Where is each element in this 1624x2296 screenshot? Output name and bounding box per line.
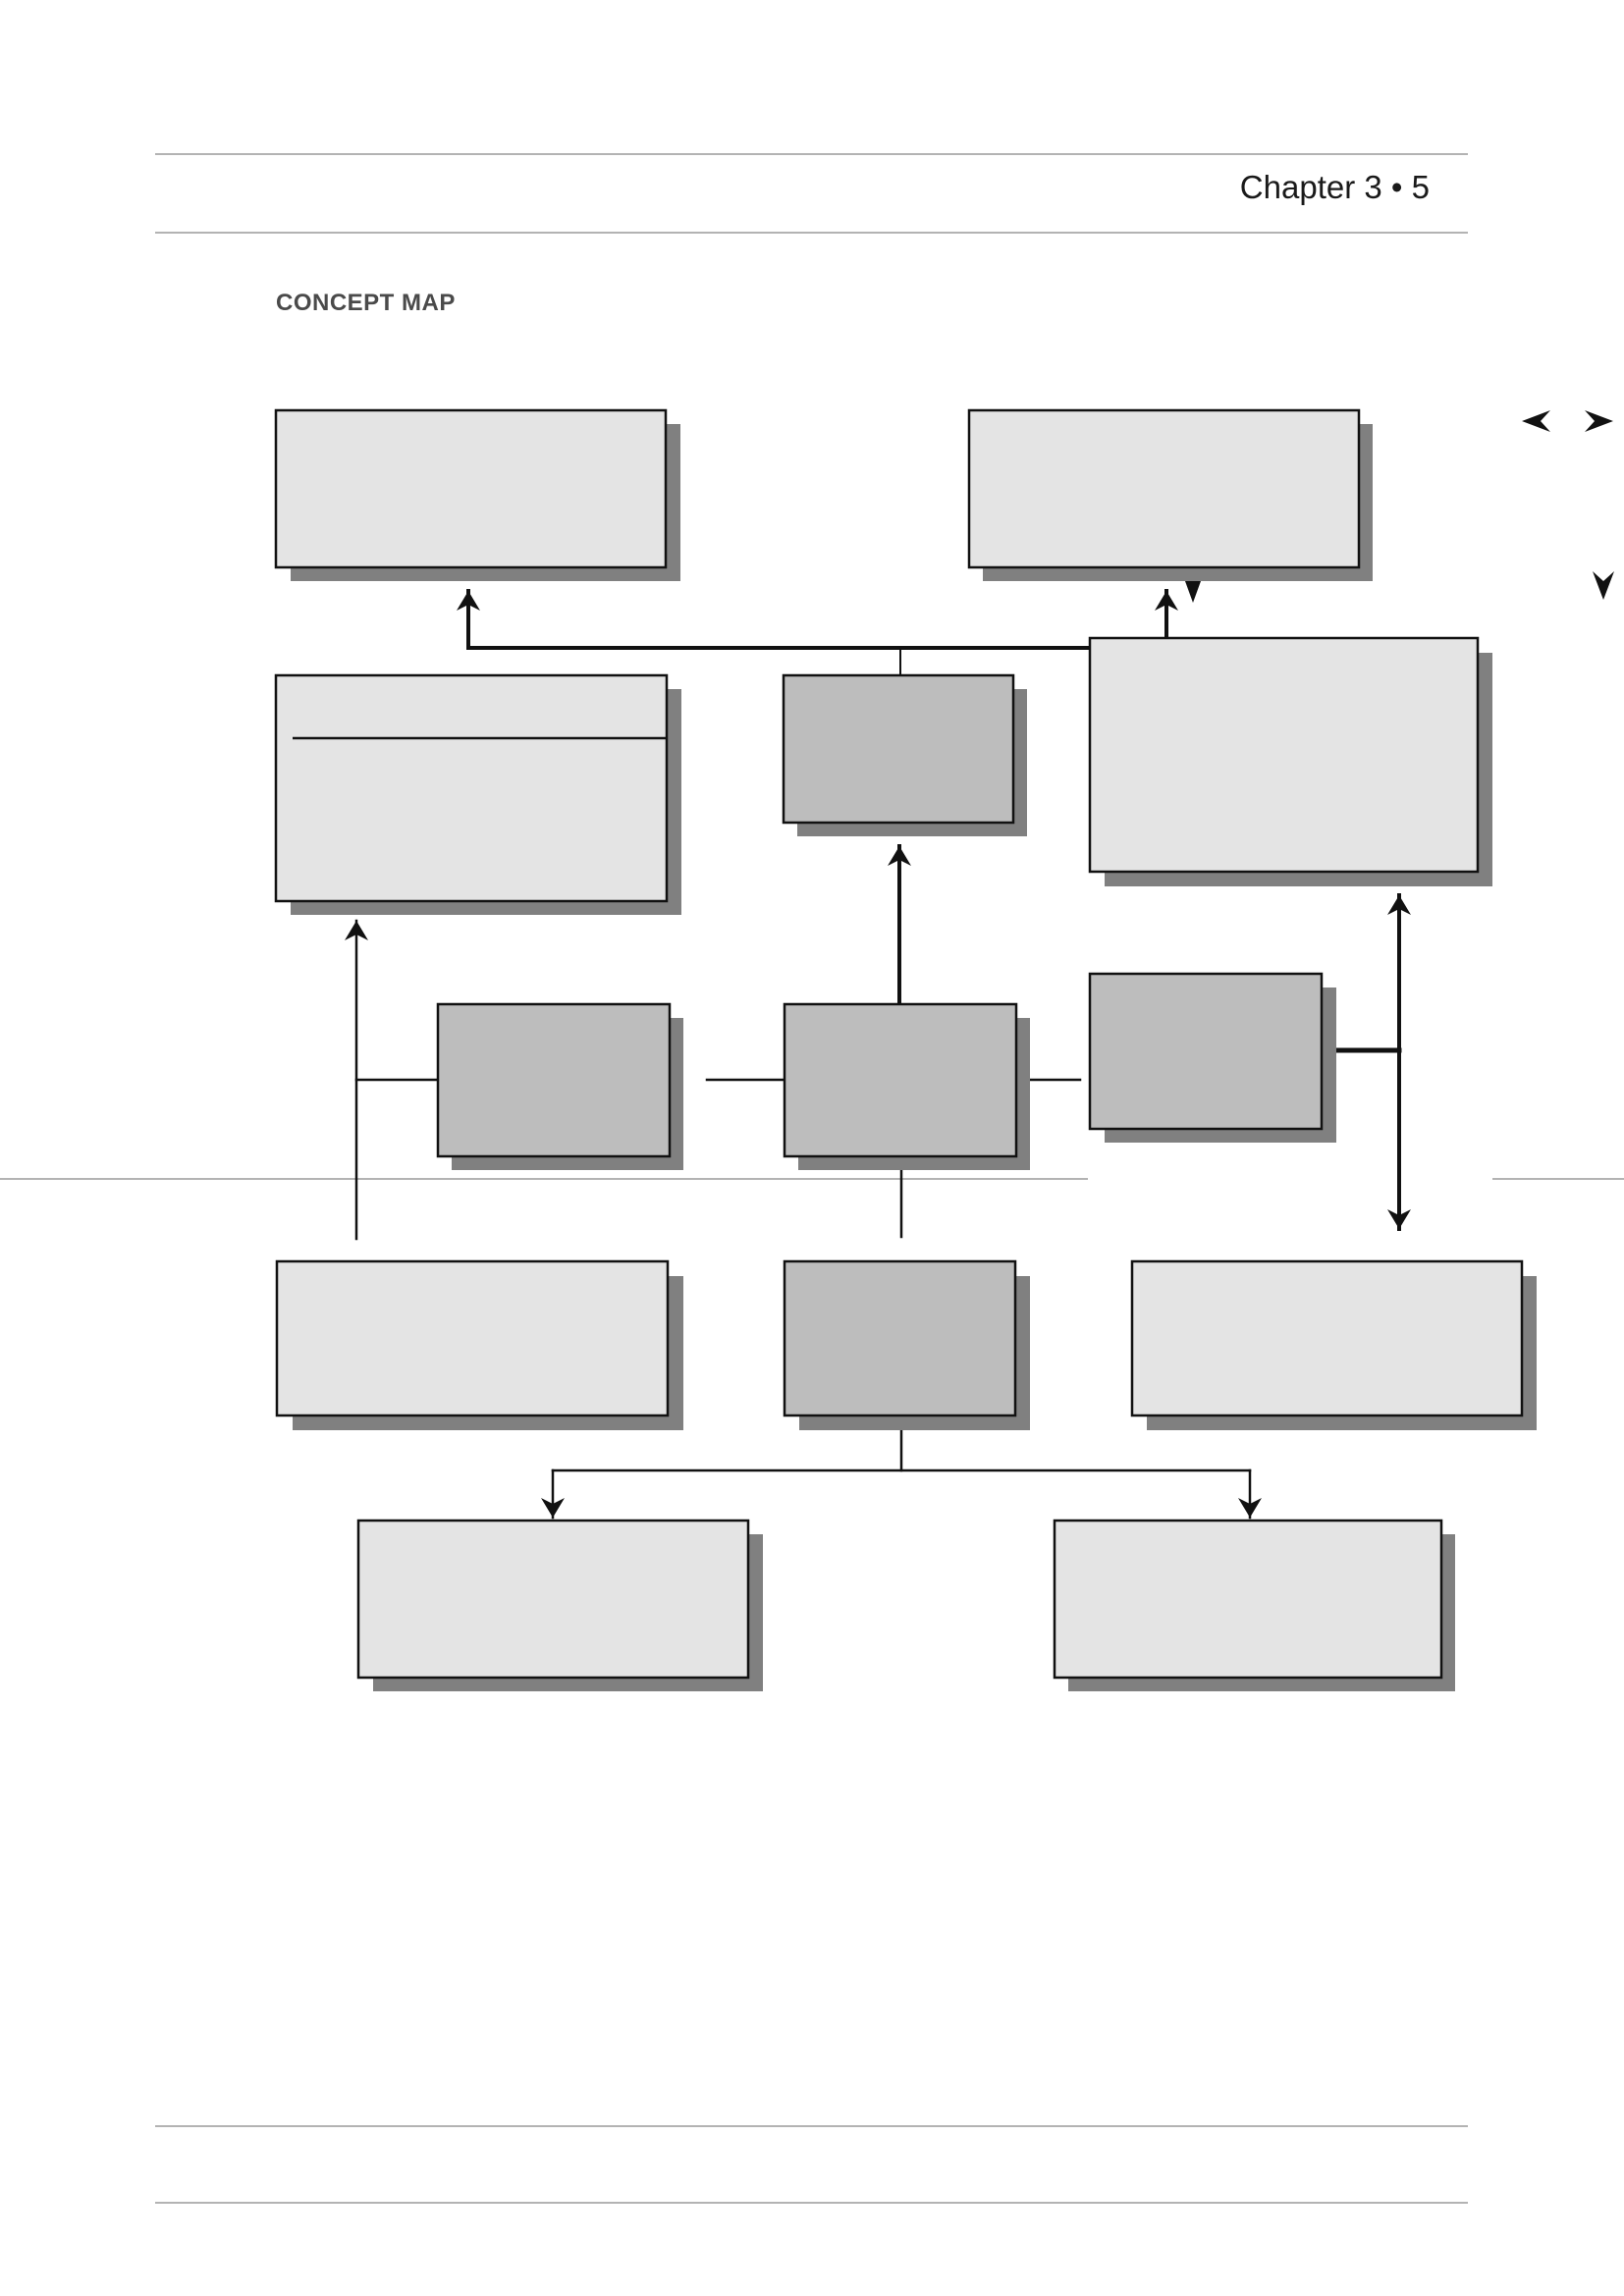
concept-box-row4-right — [1130, 1259, 1537, 1430]
header-top-rule — [155, 153, 1468, 155]
header-bottom-rule — [155, 232, 1468, 234]
arrowhead-down-icon[interactable] — [1593, 571, 1614, 600]
connectors — [345, 589, 1411, 1520]
page-nav — [1522, 410, 1614, 600]
footer-top-rule — [155, 2125, 1468, 2127]
concept-box-mid-right-large — [1088, 636, 1492, 886]
page-number: 5 — [1411, 169, 1430, 205]
section-title: CONCEPT MAP — [276, 290, 456, 316]
concept-box-mid-left-titled — [274, 673, 681, 915]
concept-box-top-left — [274, 408, 680, 581]
concept-box-row3-right — [1088, 972, 1336, 1143]
concept-box-row3-center — [783, 1002, 1030, 1170]
midpage-rule-right — [1492, 1178, 1624, 1180]
midpage-rule-left — [0, 1178, 1088, 1180]
concept-box-bottom-left — [356, 1519, 763, 1691]
header-separator: • — [1390, 169, 1403, 205]
chapter-label: Chapter 3 — [1239, 169, 1382, 205]
concept-box-row4-center — [783, 1259, 1030, 1430]
running-header: Chapter 3 • 5 — [1129, 169, 1430, 206]
concept-box-row4-left — [275, 1259, 683, 1430]
concept-box-mid-center — [782, 673, 1027, 836]
arrowhead-down-icon — [1185, 581, 1201, 603]
arrowhead-right-icon[interactable] — [1585, 410, 1613, 432]
concept-box-bottom-right — [1053, 1519, 1455, 1691]
concept-box-row3-left — [436, 1002, 683, 1170]
arrowhead-left-icon[interactable] — [1522, 410, 1550, 432]
concept-box-top-right — [967, 408, 1373, 581]
footer-bottom-rule — [155, 2202, 1468, 2204]
